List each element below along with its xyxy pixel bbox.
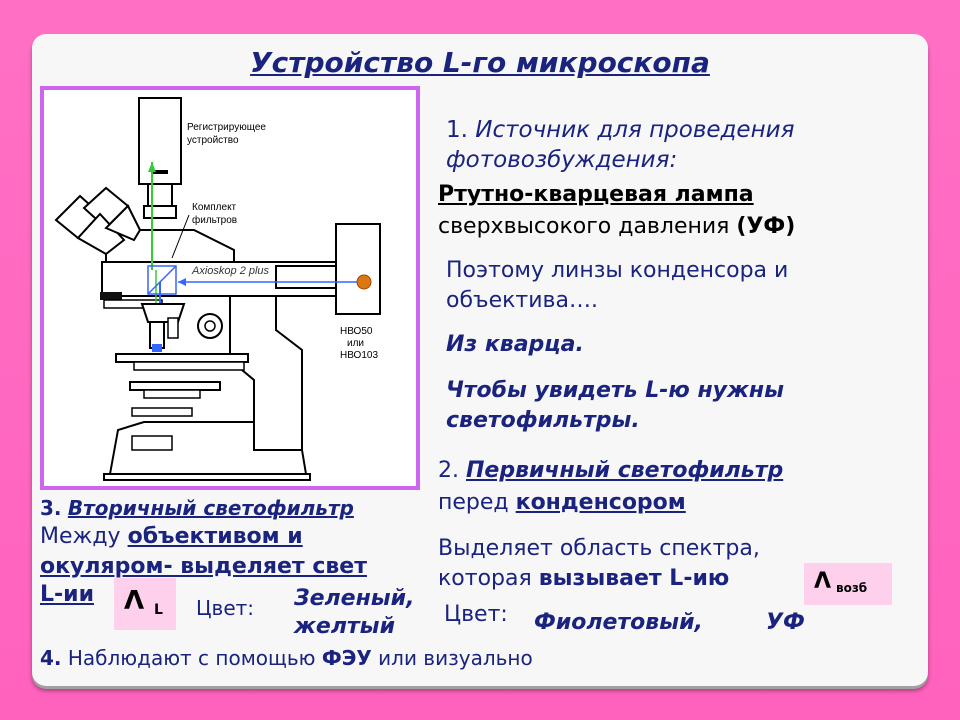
filters-line1: Чтобы увидеть L-ю нужны (446, 378, 784, 403)
lamp-type: Ртутно-кварцевая лампа (438, 182, 754, 207)
lambda-excitation-sub: возб (836, 581, 868, 595)
secondary-between: Между (40, 524, 121, 549)
source-heading-line2: фотовозбуждения: (446, 147, 678, 173)
secondary-line1: Между объективом и (40, 522, 303, 552)
label-recorder-1: Регистрирующее (187, 122, 266, 133)
label-filters-1: Комплект (192, 202, 237, 213)
lambda-emission-symbol: Λ (124, 586, 145, 616)
secondary-line3: L-ии (40, 582, 94, 607)
primary-color-uv: УФ (766, 610, 805, 635)
secondary-color-yellow: желтый (294, 614, 395, 639)
source-heading-line1: 1. Источник для проведения (446, 114, 794, 146)
lens-line2: объектива…. (446, 288, 598, 313)
lamp-pressure-line: сверхвысокого давления (УФ) (438, 212, 795, 242)
secondary-color-label: Цвет: (196, 596, 255, 620)
source-number: 1. (446, 117, 468, 143)
primary-heading: Первичный светофильтр (466, 458, 784, 483)
label-lamp-1: НВО50 (340, 326, 373, 337)
primary-heading-line: 2. Первичный светофильтр (438, 456, 783, 486)
observe-visual: или визуально (378, 646, 533, 670)
label-lamp-3: НВО103 (340, 350, 378, 361)
recorder-device (138, 97, 182, 185)
secondary-line2: окуляром- выделяет свет (40, 554, 367, 579)
lambda-emission-sub: L (154, 602, 163, 618)
filters-line2: светофильтры. (446, 408, 640, 433)
label-model: Axioskop 2 plus (191, 265, 270, 277)
secondary-objective: объективом и (127, 524, 303, 549)
label-filters-2: фильтров (192, 214, 237, 226)
lamp-pressure: сверхвысокого давления (438, 214, 730, 239)
primary-desc-line1: Выделяет область спектра, (438, 536, 760, 561)
observe-number: 4. (40, 646, 62, 670)
lamp-uv: (УФ) (736, 214, 796, 239)
lambda-emission-box: Λ L (114, 578, 176, 630)
primary-color-violet: Фиолетовый, (534, 610, 703, 635)
observe-pmt: ФЭУ (321, 646, 372, 670)
observe-line: 4. Наблюдают с помощью ФЭУ или визуально (40, 644, 533, 672)
primary-before: перед (438, 490, 509, 515)
lamp-housing (335, 223, 381, 315)
label-recorder-2: устройство (187, 135, 239, 146)
lens-line1: Поэтому линзы конденсора и (446, 258, 789, 283)
primary-desc-which: которая (438, 566, 532, 591)
observe-text: Наблюдают с помощью (67, 646, 316, 670)
secondary-number: 3. (40, 496, 62, 520)
source-heading: Источник для проведения (475, 117, 795, 143)
primary-desc-causes: вызывает L-ию (538, 566, 730, 591)
lambda-excitation-box: Λ возб (804, 563, 892, 605)
microscope-diagram-frame: Регистрирующее устройство Комплект фильт… (40, 86, 420, 490)
lambda-excitation-symbol: Λ (814, 569, 832, 594)
primary-position-line: перед конденсором (438, 488, 686, 518)
label-lamp-2: или (347, 338, 364, 349)
primary-desc-line2: которая вызывает L-ию (438, 564, 729, 594)
secondary-heading: Вторичный светофильтр (67, 496, 354, 520)
primary-number: 2. (438, 458, 459, 483)
microscope-diagram: Регистрирующее устройство Комплект фильт… (54, 97, 381, 481)
primary-condenser: конденсором (515, 490, 686, 515)
slide-title: Устройство L-го микроскопа (250, 46, 710, 79)
secondary-heading-line: 3. Вторичный светофильтр (40, 494, 354, 522)
primary-color-label: Цвет: (444, 602, 508, 627)
secondary-color-green: Зеленый, (294, 586, 415, 611)
lamp-bulb (356, 274, 372, 290)
quartz-note: Из кварца. (446, 332, 584, 357)
